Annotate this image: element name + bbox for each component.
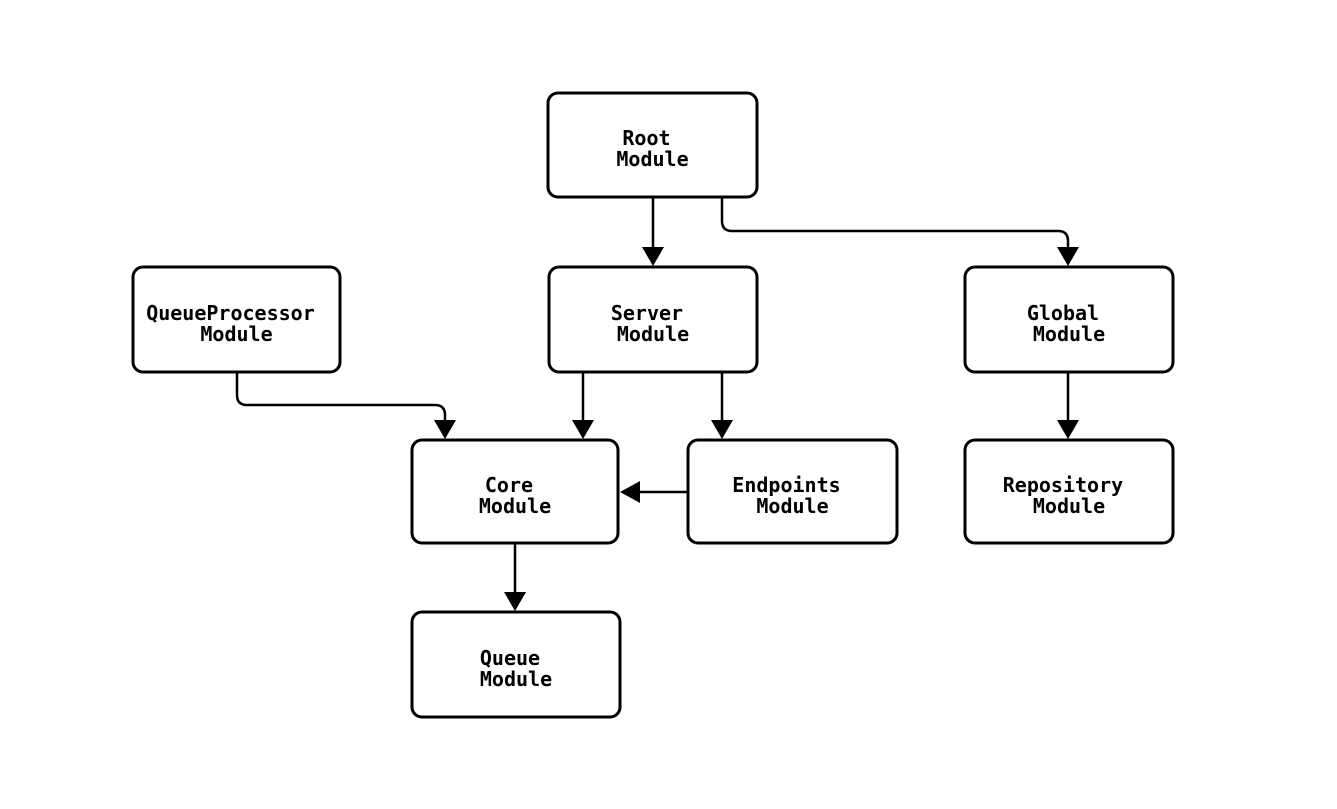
svg-text:Repository Module: Repository Module <box>1003 473 1135 518</box>
node-label-line: Module <box>480 667 552 691</box>
arrowhead-down-icon <box>1057 420 1079 439</box>
node-label-line: Module <box>756 494 828 518</box>
node-label-line: Module <box>1033 494 1105 518</box>
svg-text:Core Module: Core Module <box>479 473 551 518</box>
node-label-line: Module <box>479 494 551 518</box>
edge-server-to-endpoints <box>711 372 733 439</box>
svg-text:Endpoints Module: Endpoints Module <box>732 473 852 518</box>
node-label-line: Module <box>617 322 689 346</box>
node-server-module: Server Module <box>547 265 759 374</box>
node-label-line: Core <box>485 473 533 497</box>
edge-root-to-server <box>642 197 664 266</box>
node-repository-module: Repository Module <box>963 438 1175 545</box>
edge-root-to-global <box>720 197 1079 266</box>
arrowhead-down-icon <box>1057 247 1079 266</box>
svg-text:Root Module: Root Module <box>616 126 688 171</box>
svg-text:Queue Module: Queue Module <box>480 646 552 691</box>
edge-queueprocessor-to-core <box>235 372 456 439</box>
svg-text:QueueProcessor Module: QueueProcessor Module <box>146 301 327 346</box>
node-label-line: Module <box>616 147 688 171</box>
node-label-line: Server <box>611 301 683 325</box>
arrowhead-down-icon <box>504 592 526 611</box>
node-label-line: Endpoints <box>732 473 840 497</box>
node-label-line: Queue <box>480 646 540 670</box>
node-queueprocessor-module: QueueProcessor Module <box>131 265 342 374</box>
node-core-module: Core Module <box>410 438 620 545</box>
node-label-line: Repository <box>1003 473 1123 497</box>
arrowhead-down-icon <box>711 420 733 439</box>
edge-endpoints-to-core <box>620 481 688 503</box>
edge-server-to-core <box>572 372 594 439</box>
arrowhead-left-icon <box>620 481 640 503</box>
node-endpoints-module: Endpoints Module <box>686 438 899 545</box>
arrowhead-down-icon <box>642 247 664 266</box>
arrowhead-down-icon <box>572 420 594 439</box>
node-label-line: Root <box>622 126 670 150</box>
svg-text:Global Module: Global Module <box>1027 301 1111 346</box>
node-global-module: Global Module <box>963 265 1175 374</box>
node-queue-module: Queue Module <box>410 610 622 719</box>
node-root-module: Root Module <box>546 91 759 199</box>
node-label-line: Module <box>200 322 272 346</box>
node-label-line: Module <box>1033 322 1105 346</box>
node-label-line: QueueProcessor <box>146 301 315 325</box>
node-label-line: Global <box>1027 301 1099 325</box>
arrowhead-down-icon <box>434 420 456 439</box>
edge-core-to-queue <box>504 543 526 611</box>
svg-text:Server Module: Server Module <box>611 301 695 346</box>
edge-global-to-repository <box>1057 372 1079 439</box>
